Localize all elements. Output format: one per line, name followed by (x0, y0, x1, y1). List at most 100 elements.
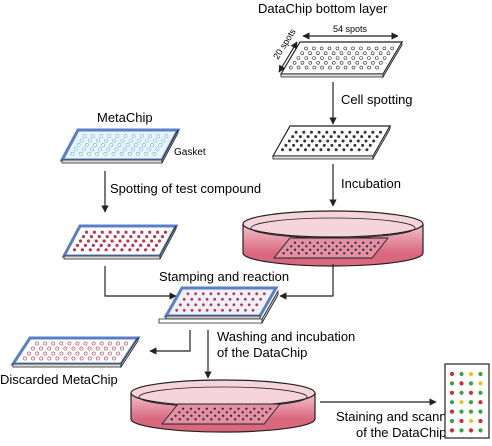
spot (363, 60, 367, 65)
spot (202, 303, 205, 307)
spot (221, 297, 224, 301)
spot (139, 243, 143, 247)
result-spot (468, 390, 474, 395)
spot (73, 147, 78, 152)
spot (358, 252, 361, 255)
spot (339, 60, 344, 65)
spot (284, 143, 288, 147)
spot (129, 235, 133, 239)
spot (205, 308, 209, 312)
result-spot (449, 409, 455, 414)
spot (79, 138, 84, 143)
spot (78, 151, 83, 156)
spot (361, 143, 365, 147)
spot (87, 346, 92, 351)
spot (379, 130, 382, 134)
spot (323, 51, 328, 56)
spot (241, 411, 244, 414)
spot (201, 292, 205, 296)
spot (255, 303, 259, 307)
spot (316, 51, 320, 56)
spot (213, 308, 217, 312)
spot (362, 241, 365, 244)
spot (194, 303, 198, 307)
spot (194, 292, 198, 296)
spot (343, 245, 346, 248)
spot (374, 56, 379, 60)
spot (163, 230, 168, 234)
spot (105, 235, 109, 239)
spot (359, 56, 363, 60)
discarded-label: Discarded MetaChip (0, 372, 118, 387)
spot (90, 147, 94, 152)
spot (112, 138, 117, 143)
spot (355, 51, 359, 56)
result-spot (459, 400, 464, 405)
spot (156, 230, 160, 234)
spot (122, 147, 127, 152)
spot (224, 292, 228, 296)
washing-label-1: Washing and incubation (217, 329, 355, 344)
spot (101, 143, 106, 147)
spot (236, 297, 240, 301)
spot (346, 248, 350, 251)
datachip-cell-spotted (271, 124, 392, 161)
spot (331, 241, 334, 244)
spot (35, 351, 40, 356)
spot (205, 297, 209, 301)
spot (118, 239, 122, 243)
spot (308, 51, 312, 56)
spot (134, 239, 138, 243)
spot (123, 134, 128, 139)
spot (296, 148, 300, 152)
result-spot (459, 371, 464, 377)
spot (363, 51, 367, 56)
spot (365, 252, 369, 255)
spot (31, 356, 35, 361)
spot (320, 245, 323, 248)
spot (240, 303, 243, 307)
spot (124, 341, 128, 346)
spot (247, 292, 251, 296)
spot (198, 308, 202, 312)
spot (147, 243, 151, 247)
result-spot (459, 381, 464, 386)
spot (103, 346, 108, 351)
metachip-spot-grid (70, 134, 169, 156)
result-spot (459, 409, 464, 414)
spot (316, 241, 319, 244)
spot (304, 65, 309, 70)
spot (182, 414, 185, 417)
spot (126, 239, 130, 243)
spot (108, 230, 112, 234)
spot (312, 46, 316, 51)
spot (67, 351, 72, 356)
spot (320, 56, 324, 60)
spot (127, 151, 132, 156)
spot (324, 248, 327, 251)
spot (290, 245, 293, 248)
spot (364, 139, 368, 143)
spot (249, 411, 252, 414)
spot (170, 418, 173, 421)
spot (288, 65, 293, 70)
result-spot (478, 390, 483, 395)
result-spot (449, 371, 455, 377)
spot (261, 407, 264, 410)
spot (99, 341, 104, 346)
spot (328, 252, 331, 255)
result-spot (459, 418, 464, 424)
spot (136, 138, 141, 143)
spots-y-arrow (278, 41, 298, 73)
spot (71, 356, 76, 361)
spot (308, 241, 312, 244)
spot (71, 346, 76, 351)
spot (43, 351, 48, 356)
spot (378, 60, 383, 65)
spot (328, 65, 332, 70)
spot (351, 46, 355, 51)
spot (148, 230, 152, 234)
spot (306, 135, 310, 139)
spot (339, 51, 344, 56)
spot (144, 248, 148, 252)
